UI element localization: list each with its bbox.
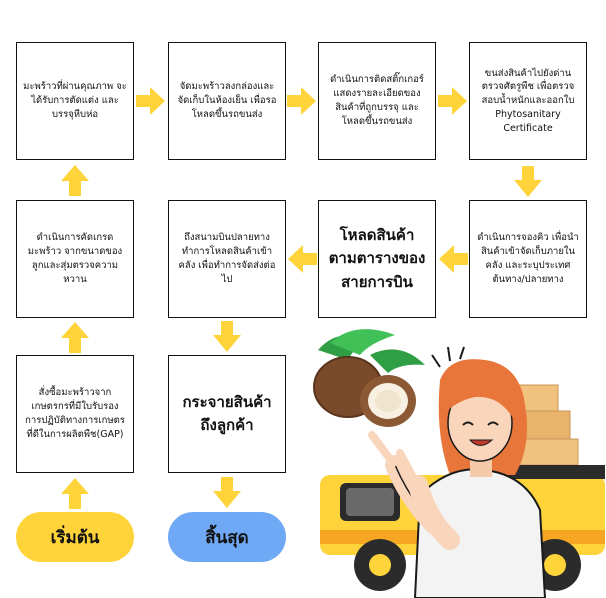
arrow-left-icon [439, 245, 468, 273]
arrow-right-icon [438, 87, 467, 115]
step-box-book-queue: ดำเนินการจองคิว เพื่อนำ สินค้าเข้าจัดเก็… [469, 200, 587, 318]
step-box-trim-pack: มะพร้าวที่ผ่านคุณภาพ จะได้รับการตัดแต่ง … [16, 42, 134, 160]
step-text: ถึงสนามบินปลายทาง ทำการโหลดสินค้าเข้าคลั… [178, 232, 276, 285]
arrow-left-icon [288, 245, 317, 273]
step-text: ดำเนินการจองคิว เพื่อนำ สินค้าเข้าจัดเก็… [477, 232, 579, 285]
step-box-sticker-load: ดำเนินการติดสติ๊กเกอร์ แสดงรายละเอียดของ… [318, 42, 436, 160]
arrow-up-icon [61, 478, 89, 509]
arrow-down-icon [514, 166, 542, 197]
step-box-distribute: กระจายสินค้า ถึงลูกค้า [168, 355, 286, 473]
step-text: มะพร้าวที่ผ่านคุณภาพ จะได้รับการตัดแต่ง … [23, 81, 127, 120]
coconut-icon [313, 329, 425, 427]
start-label: เริ่มต้น [50, 527, 100, 548]
delivery-illustration [313, 329, 605, 598]
step-text: ดำเนินการคัดเกรด มะพร้าว จากขนาดของ ลูกแ… [27, 232, 123, 285]
arrow-right-icon [287, 87, 316, 115]
start-pill: เริ่มต้น [16, 512, 134, 562]
arrow-up-icon [61, 322, 89, 353]
step-text: สั่งซื้อมะพร้าวจาก เกษตรกรที่มีใบรับรอง … [25, 387, 125, 440]
step-box-order-gap: สั่งซื้อมะพร้าวจาก เกษตรกรที่มีใบรับรอง … [16, 355, 134, 473]
woman-pointing-icon [368, 346, 547, 598]
step-text: กระจายสินค้า ถึงลูกค้า [182, 392, 272, 434]
step-box-load-flight: โหลดสินค้า ตามตารางของ สายการบิน [318, 200, 436, 318]
step-box-phyto-check: ขนส่งสินค้าไปยังด่าน ตรวจศัตรูพืช เพื่อต… [469, 42, 587, 160]
step-box-grading: ดำเนินการคัดเกรด มะพร้าว จากขนาดของ ลูกแ… [16, 200, 134, 318]
step-text: ขนส่งสินค้าไปยังด่าน ตรวจศัตรูพืช เพื่อต… [481, 67, 575, 134]
step-text: จัดมะพร้าวลงกล่องและ จัดเก็บในห้องเย็น เ… [177, 81, 277, 120]
end-label: สิ้นสุด [205, 527, 249, 548]
step-box-destination-airport: ถึงสนามบินปลายทาง ทำการโหลดสินค้าเข้าคลั… [168, 200, 286, 318]
arrow-right-icon [136, 87, 165, 115]
arrow-up-icon [61, 165, 89, 196]
step-text: โหลดสินค้า ตามตารางของ สายการบิน [328, 226, 426, 291]
step-text: ดำเนินการติดสติ๊กเกอร์ แสดงรายละเอียดของ… [330, 74, 424, 127]
step-box-cold-storage: จัดมะพร้าวลงกล่องและ จัดเก็บในห้องเย็น เ… [168, 42, 286, 160]
arrow-down-icon [213, 321, 241, 352]
end-pill: สิ้นสุด [168, 512, 286, 562]
arrow-down-icon [213, 477, 241, 508]
